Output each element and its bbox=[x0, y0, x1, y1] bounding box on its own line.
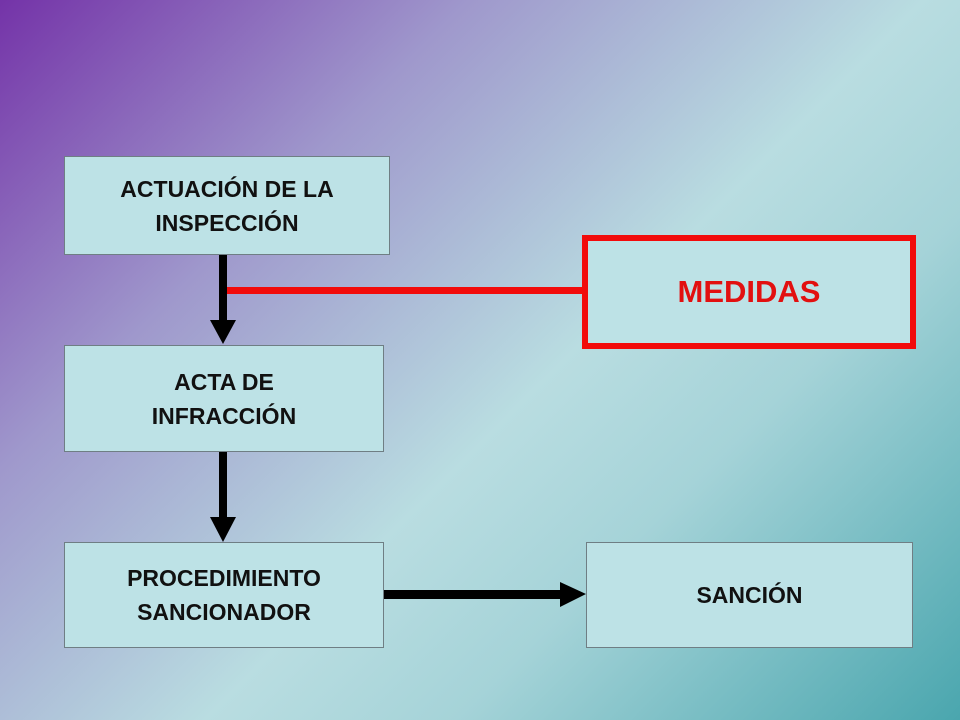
node-procedimiento-sancionador: PROCEDIMIENTO SANCIONADOR bbox=[64, 542, 384, 648]
medidas-connector-line bbox=[224, 287, 584, 294]
node-medidas: MEDIDAS bbox=[582, 235, 916, 349]
arrow-procedimiento-to-sancion bbox=[384, 582, 586, 607]
node-sancion: SANCIÓN bbox=[586, 542, 913, 648]
node-procedimiento-line-1: PROCEDIMIENTO bbox=[127, 565, 321, 591]
arrow-actuacion-to-acta bbox=[210, 255, 236, 344]
node-actuacion-line-2: INSPECCIÓN bbox=[155, 209, 299, 236]
node-acta-line-1: ACTA DE bbox=[174, 368, 274, 395]
node-actuacion-de-la-inspeccion: ACTUACIÓN DE LA INSPECCIÓN bbox=[64, 156, 390, 255]
node-procedimiento-line-2: SANCIONADOR bbox=[137, 599, 311, 625]
node-actuacion-line-1: ACTUACIÓN DE LA bbox=[120, 175, 334, 202]
node-acta-de-infraccion: ACTA DE INFRACCIÓN bbox=[64, 345, 384, 452]
node-sancion-label: SANCIÓN bbox=[696, 582, 803, 608]
node-acta-line-2: INFRACCIÓN bbox=[151, 402, 297, 429]
node-medidas-label: MEDIDAS bbox=[677, 274, 821, 309]
arrow-acta-to-procedimiento bbox=[210, 452, 236, 542]
